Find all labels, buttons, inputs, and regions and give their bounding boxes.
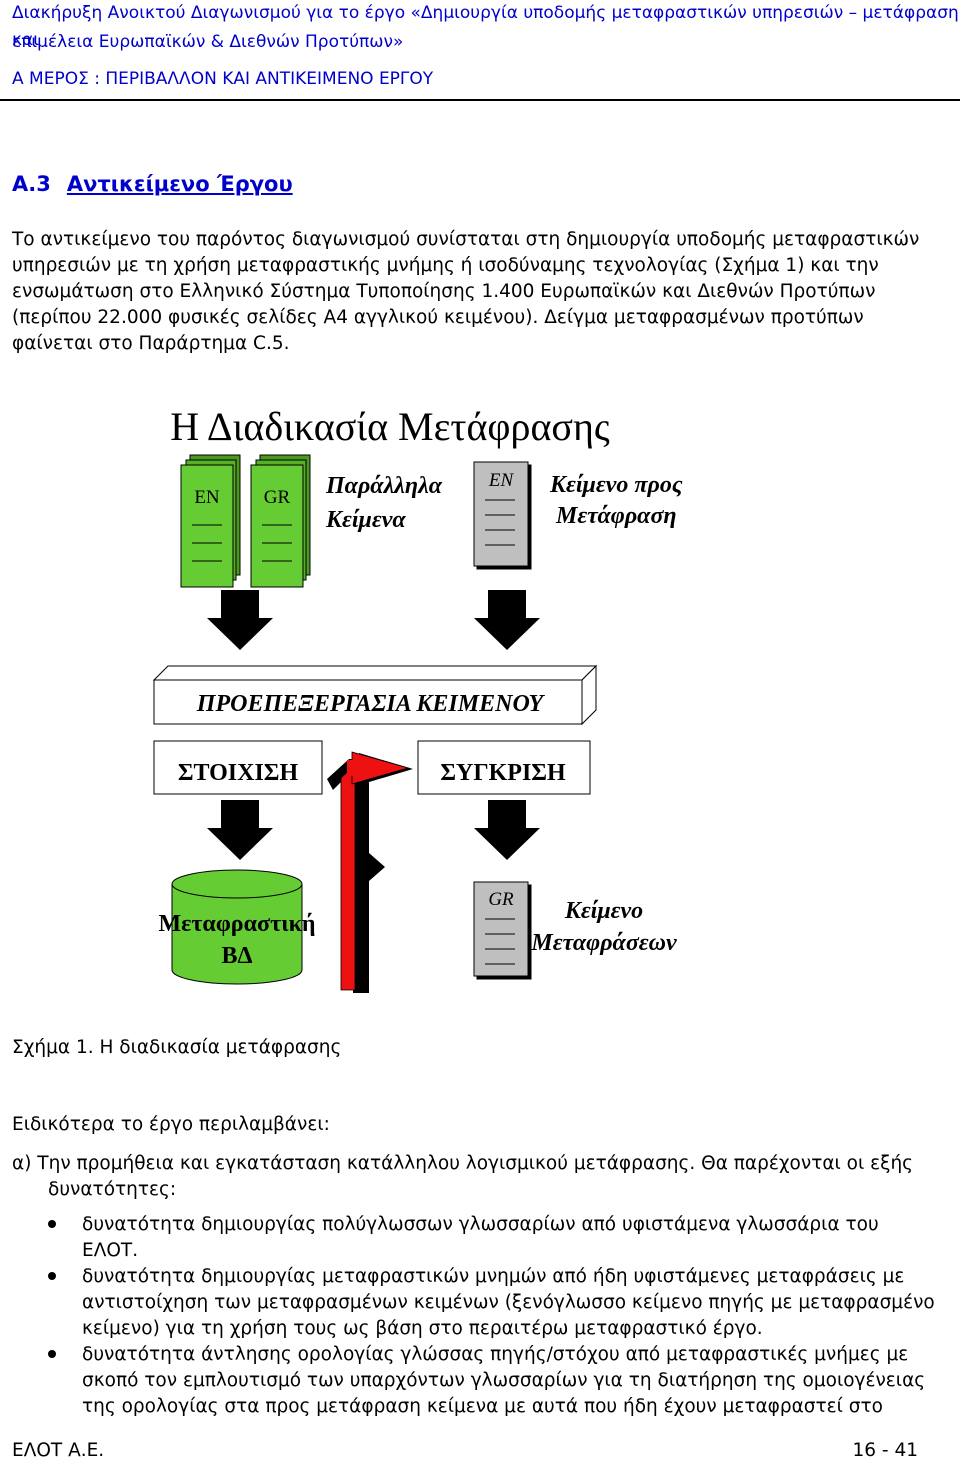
section-heading: Α.3 Αντικείμενο Έργου <box>12 172 293 196</box>
source-text-line-2: Μετάφραση <box>555 503 677 529</box>
bullet-2-line-1: δυνατότητα δημιουργίας μεταφραστικών μνη… <box>82 1266 905 1287</box>
arrow-down-icon <box>474 800 540 860</box>
footer-organization: ΕΛΟΤ Α.Ε. <box>12 1440 105 1461</box>
bullet-3-line-3: της ορολογίας στα προς μετάφραση κείμενα… <box>82 1396 883 1417</box>
item-a-line-2: δυνατότητες: <box>48 1179 177 1200</box>
item-a-line-1: α) Την προμήθεια και εγκατάσταση κατάλλη… <box>12 1153 914 1174</box>
database-label-2: ΒΔ <box>221 943 252 969</box>
intro-line-5: φαίνεται στο Παράρτημα C.5. <box>12 333 290 354</box>
bullet-1-line-1: δυνατότητα δημιουργίας πολύγλωσσων γλωσσ… <box>82 1214 879 1235</box>
bullet-3-line-2: σκοπό τον εμπλουτισμό των υπαρχόντων γλω… <box>82 1370 926 1391</box>
red-arrow-icon <box>327 751 413 993</box>
target-doc-label: GR <box>488 889 514 910</box>
intro-line-4: (περίπου 22.000 φυσικές σελίδες Α4 αγγλι… <box>12 307 864 328</box>
intro-line-3: ενσωμάτωση στο Ελληνικό Σύστημα Τυποποίη… <box>12 281 876 302</box>
arrow-down-icon <box>207 590 273 650</box>
footer-page-number: 16 - 41 <box>852 1440 918 1461</box>
database-label-1: Μεταφραστική <box>158 911 315 937</box>
parallel-texts-line-1: Παράλληλα <box>325 473 443 499</box>
bullet-3-line-1: δυνατότητα άντλησης ορολογίας γλώσσας πη… <box>82 1344 909 1365</box>
intro-line-2: υπηρεσιών με τη χρήση μεταφραστικής μνήμ… <box>12 255 879 276</box>
parallel-doc-en-icon: EN <box>180 454 241 588</box>
intro-line-1: Το αντικείμενο του παρόντος διαγωνισμού … <box>12 229 920 250</box>
target-doc-icon: GR <box>473 881 529 977</box>
parallel-texts-line-2: Κείμενα <box>325 507 406 533</box>
comparison-label: ΣΥΓΚΡΙΣΗ <box>440 760 566 786</box>
bullet-icon <box>48 1220 56 1228</box>
header-line-2: επιμέλεια Ευρωπαϊκών & Διεθνών Προτύπων» <box>12 32 404 52</box>
arrow-down-icon <box>474 590 540 650</box>
preprocessing-label: ΠΡΟΕΠΕΞΕΡΓΑΣΙΑ ΚΕΙΜΕΝΟΥ <box>196 691 546 717</box>
section-title: Αντικείμενο Έργου <box>66 172 293 196</box>
bullet-1-line-2: ΕΛΟΤ. <box>82 1240 139 1261</box>
diagram-title: Η Διαδικασία Μετάφρασης <box>170 404 610 449</box>
target-text-line-1: Κείμενο <box>564 898 643 924</box>
source-doc-label: EN <box>488 470 515 491</box>
header-rule <box>0 99 960 101</box>
doc-en-label: EN <box>194 487 220 508</box>
doc-gr-label: GR <box>264 487 291 508</box>
target-text-line-2: Μεταφράσεων <box>530 930 677 956</box>
comparison-box: ΣΥΓΚΡΙΣΗ <box>417 740 591 795</box>
header-part-title: Α ΜΕΡΟΣ : ΠΕΡΙΒΑΛΛΟΝ ΚΑΙ ΑΝΤΙΚΕΙΜΕΝΟ ΕΡΓ… <box>12 69 434 89</box>
source-text-line-1: Κείμενο προς <box>549 472 683 498</box>
source-doc-icon: EN <box>473 461 529 567</box>
parallel-doc-gr-icon: GR <box>250 454 311 588</box>
alignment-label: ΣΤΟΙΧΙΣΗ <box>178 760 299 786</box>
preprocessing-box: ΠΡΟΕΠΕΞΕΡΓΑΣΙΑ ΚΕΙΜΕΝΟΥ <box>152 664 598 726</box>
section-number: Α.3 <box>12 172 51 196</box>
database-icon: Μεταφραστική ΒΔ <box>158 869 316 985</box>
figure-caption: Σχήμα 1. Η διαδικασία μετάφρασης <box>12 1037 342 1058</box>
bullet-icon <box>48 1350 56 1358</box>
bullet-2-line-3: κείμενο) για τη χρήση τους ως βάση στο π… <box>82 1318 763 1339</box>
alignment-box: ΣΤΟΙΧΙΣΗ <box>153 740 323 795</box>
bullet-2-line-2: αντιστοίχηση των μεταφρασμένων κειμένων … <box>82 1292 935 1313</box>
bullet-icon <box>48 1272 56 1280</box>
arrow-down-icon <box>207 800 273 860</box>
scope-intro: Ειδικότερα το έργο περιλαμβάνει: <box>12 1114 330 1135</box>
translation-process-diagram: Η Διαδικασία Μετάφρασης EN GR Παράλληλα … <box>152 404 683 993</box>
header-line-1: Διακήρυξη Ανοικτού Διαγωνισμού για το έρ… <box>12 3 959 50</box>
